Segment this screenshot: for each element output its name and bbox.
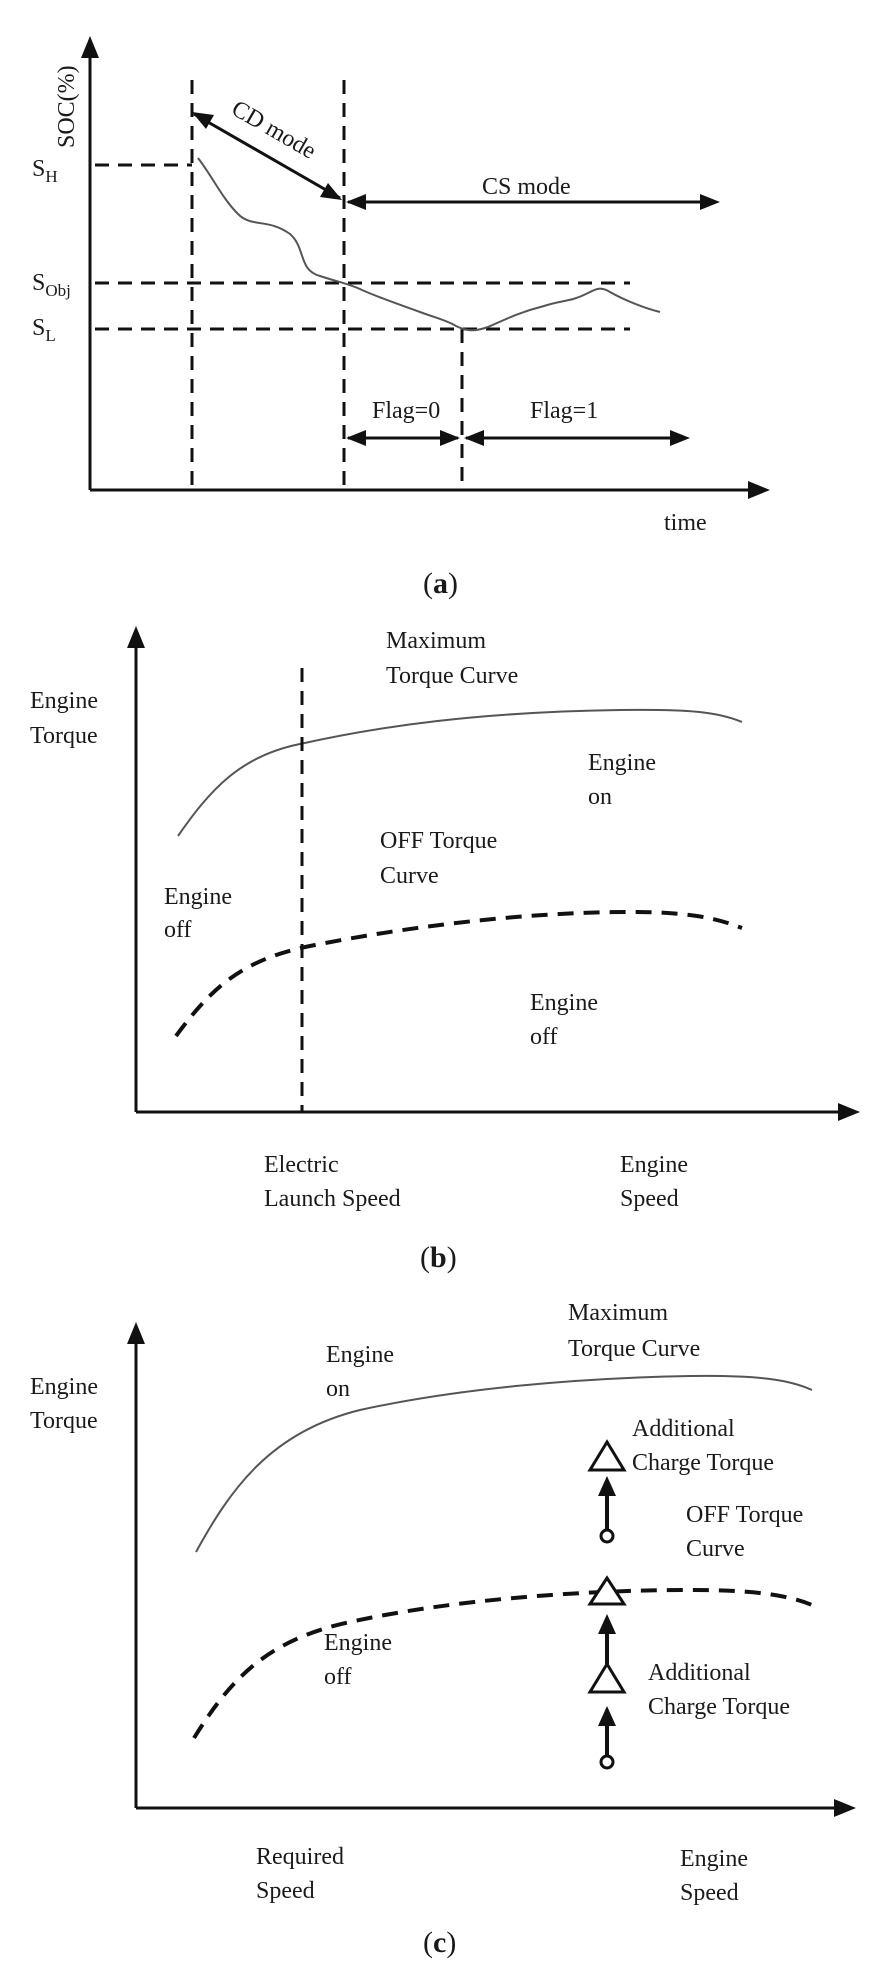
panel-b-off-curve-label-line1: OFF Torque [380, 828, 497, 854]
panel-b-x-axis-label-line2: Speed [620, 1186, 679, 1212]
panel-a-flag1-label: Flag=1 [530, 398, 598, 424]
panel-a-cs-mode-label: CS mode [482, 174, 571, 200]
lower-charge-torque-arrow [587, 1575, 627, 1770]
panel-a-caption: (a) [423, 567, 458, 600]
panel-a-y-axis-arrowhead [81, 36, 99, 58]
lower-arrow-head-1 [598, 1706, 616, 1726]
panel-a-cs-mode-arrowhead-left [346, 194, 366, 210]
panel-a-y-axis-label: SOC(%) [54, 65, 80, 148]
panel-c-off-torque-curve [192, 1587, 813, 1740]
panel-b-off-torque-curve [174, 909, 743, 1038]
panel-c-engine-on-label-line1: Engine [326, 1342, 394, 1368]
panel-c-x-tick-label-line2: Speed [256, 1878, 315, 1904]
panel-a-soc-curve [197, 157, 661, 332]
panel-b-max-curve-label-line1: Maximum [386, 628, 486, 654]
panel-b-engine-on-label-line2: on [588, 784, 612, 810]
panel-b-x-tick-label-line1: Electric [264, 1152, 339, 1178]
panel-b-y-axis-arrowhead [127, 626, 145, 648]
panel-c-x-axis-arrowhead [834, 1799, 856, 1817]
panel-a-cd-mode-arrowhead-left [192, 112, 214, 129]
panel-a-flag0-arrowhead-left [346, 430, 366, 446]
panel-c-off-curve-label-line1: OFF Torque [686, 1502, 803, 1528]
lower-open-triangle-icon [587, 1661, 627, 1694]
panel-c-y-axis-label-line2: Torque [30, 1408, 98, 1434]
panel-c-x-tick-label-line1: Required [256, 1844, 344, 1870]
panel-b-engine-off-left-label-line2: off [164, 917, 192, 943]
panel-b-x-axis-label-line1: Engine [620, 1152, 688, 1178]
upper-arrow-origin-dot [599, 1528, 615, 1544]
panel-a-flag1-arrowhead-left [464, 430, 484, 446]
panel-c-engine-off-label-line2: off [324, 1664, 352, 1690]
panel-b-off-curve-label-line2: Curve [380, 863, 439, 889]
panel-c-off-curve-label-line2: Curve [686, 1536, 745, 1562]
panel-a-s-high-label: SH [32, 156, 58, 186]
upper-arrow-head [598, 1476, 616, 1496]
panel-c-caption: (c) [423, 1926, 456, 1959]
panel-b-engine-off-right-label-line2: off [530, 1024, 558, 1050]
panel-b: Engine Torque Maximum Torque Curve Engin… [30, 626, 860, 1274]
panel-b-y-axis-label-line1: Engine [30, 688, 98, 714]
panel-a-s-obj-label: SObj [32, 270, 71, 300]
panel-a-flag0-label: Flag=0 [372, 398, 440, 424]
panel-c-max-curve-label-line1: Maximum [568, 1300, 668, 1326]
panel-c-additional-upper-label-line2: Charge Torque [632, 1450, 774, 1476]
panel-b-engine-off-left-label-line1: Engine [164, 884, 232, 910]
panel-b-y-axis-label-line2: Torque [30, 723, 98, 749]
panel-a-cd-mode-arrow-line [193, 112, 341, 200]
panel-b-engine-on-label-line1: Engine [588, 750, 656, 776]
panel-c: Engine Torque Engine on Maximum Torque C… [30, 1300, 856, 1959]
panel-b-x-tick-label-line2: Launch Speed [264, 1186, 401, 1212]
panel-a-flag0-arrowhead-right [440, 430, 460, 446]
panel-c-y-axis-arrowhead [127, 1322, 145, 1344]
lower-arrow-head-2 [598, 1614, 616, 1634]
panel-c-additional-lower-label-line1: Additional [648, 1660, 751, 1686]
panel-c-x-axis-label-line2: Speed [680, 1880, 739, 1906]
panel-a-cd-mode-label: CD mode [227, 96, 320, 165]
panel-a-x-axis-label: time [664, 510, 707, 536]
panel-c-max-torque-curve [195, 1374, 813, 1553]
panel-b-x-axis-arrowhead [838, 1103, 860, 1121]
panel-c-additional-lower-label-line2: Charge Torque [648, 1694, 790, 1720]
lower-arrow-origin-dot [599, 1754, 615, 1770]
panel-a-flag1-arrowhead-right [670, 430, 690, 446]
panel-a-s-low-label: SL [32, 315, 56, 345]
panel-c-additional-upper-label-line1: Additional [632, 1416, 735, 1442]
upper-charge-torque-arrow [587, 1439, 627, 1544]
panel-a-cd-mode-arrowhead-right [320, 183, 342, 200]
panel-b-max-torque-curve [177, 708, 743, 837]
panel-c-engine-on-label-line2: on [326, 1376, 350, 1402]
panel-b-caption: (b) [420, 1241, 457, 1274]
panel-c-max-curve-label-line2: Torque Curve [568, 1336, 700, 1362]
panel-a-x-axis-arrowhead [748, 481, 770, 499]
middle-open-triangle-icon [587, 1575, 627, 1606]
panel-a: SOC(%) SH SObj SL CD mode CS mode Flag=0 [32, 36, 770, 600]
panel-b-engine-off-right-label-line1: Engine [530, 990, 598, 1016]
panel-c-engine-off-label-line1: Engine [324, 1630, 392, 1656]
panel-c-y-axis-label-line1: Engine [30, 1374, 98, 1400]
panel-a-cs-mode-arrowhead-right [700, 194, 720, 210]
upper-open-triangle-icon [587, 1439, 627, 1472]
panel-b-max-curve-label-line2: Torque Curve [386, 663, 518, 689]
panel-c-x-axis-label-line1: Engine [680, 1846, 748, 1872]
